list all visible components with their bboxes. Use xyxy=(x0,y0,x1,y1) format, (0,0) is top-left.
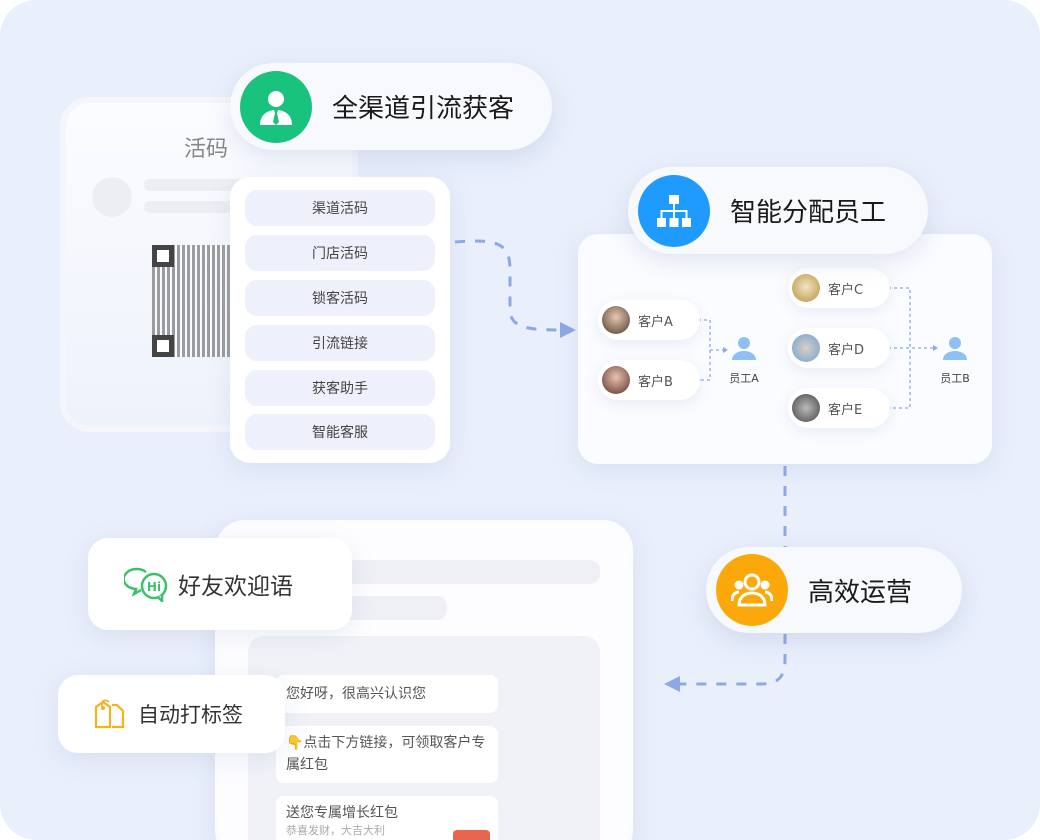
customer-d[interactable]: 客户D xyxy=(788,328,890,368)
auto-tag-card: 自动打标签 xyxy=(58,675,285,753)
customer-a[interactable]: 客户A xyxy=(598,300,700,340)
acquire-label: 全渠道引流获客 xyxy=(332,94,515,124)
menu-item-smart-service[interactable]: 智能客服 xyxy=(245,414,435,450)
customer-c[interactable]: 客户C xyxy=(788,268,890,308)
svg-text:Hi: Hi xyxy=(147,580,161,594)
qr-finder xyxy=(152,335,174,357)
welcome-message-card: Hi 好友欢迎语 xyxy=(88,538,352,630)
org-chart-icon xyxy=(638,174,710,247)
employee-name: 员工A xyxy=(729,372,759,385)
menu-item-lock-code[interactable]: 锁客活码 xyxy=(245,280,435,316)
chat-message: 👇点击下方链接，可领取客户专属红包 xyxy=(276,726,498,783)
person-icon xyxy=(943,337,967,360)
customer-name: 客户A xyxy=(638,314,673,330)
menu-item-acquire-assistant[interactable]: 获客助手 xyxy=(245,370,435,406)
menu-item-store-code[interactable]: 门店活码 xyxy=(245,235,435,271)
channel-menu: 渠道活码 门店活码 锁客活码 引流链接 获客助手 智能客服 xyxy=(230,177,450,463)
avatar-placeholder xyxy=(92,177,132,217)
chat-message: 您好呀，很高兴认识您 xyxy=(276,675,498,713)
employee-b: 员工B xyxy=(935,334,975,386)
group-icon xyxy=(716,554,788,626)
qr-card-title: 活码 xyxy=(184,137,229,162)
customer-e[interactable]: 客户E xyxy=(788,388,890,428)
user-tie-icon xyxy=(240,70,312,143)
customer-name: 客户D xyxy=(828,342,865,358)
operate-pill: 高效运营 xyxy=(706,547,962,633)
employee-a: 员工A xyxy=(724,334,764,386)
avatar xyxy=(792,274,820,302)
avatar xyxy=(792,334,820,362)
tag-icon xyxy=(94,699,125,729)
customer-name: 客户E xyxy=(828,402,863,418)
operate-label: 高效运营 xyxy=(808,577,913,608)
assign-card: 客户A 客户B 客户C 客户D 客户E 员工A 员工B xyxy=(578,234,992,464)
auto-tag-label: 自动打标签 xyxy=(138,703,243,727)
acquire-pill: 全渠道引流获客 xyxy=(230,63,552,150)
employee-name: 员工B xyxy=(940,372,970,385)
red-packet-subtitle: 恭喜发财，大吉大利 xyxy=(286,824,385,837)
customer-b[interactable]: 客户B xyxy=(598,360,700,400)
customer-name: 客户C xyxy=(828,282,864,298)
assign-label: 智能分配员工 xyxy=(730,198,887,228)
avatar xyxy=(602,306,630,334)
qr-finder xyxy=(152,245,174,267)
menu-item-traffic-link[interactable]: 引流链接 xyxy=(245,325,435,361)
avatar xyxy=(792,394,820,422)
assign-connectors xyxy=(695,285,938,411)
welcome-label: 好友欢迎语 xyxy=(178,574,293,600)
red-packet-message[interactable]: 送您专属增长红包 恭喜发财，大吉大利 xyxy=(276,796,498,840)
assign-pill: 智能分配员工 xyxy=(628,167,928,254)
chat-hi-icon: Hi xyxy=(124,567,168,602)
red-packet-icon xyxy=(453,830,490,840)
menu-item-channel-code[interactable]: 渠道活码 xyxy=(245,190,435,226)
customer-name: 客户B xyxy=(638,374,673,390)
red-packet-title: 送您专属增长红包 xyxy=(286,805,398,821)
avatar xyxy=(602,366,630,394)
person-icon xyxy=(732,337,756,360)
